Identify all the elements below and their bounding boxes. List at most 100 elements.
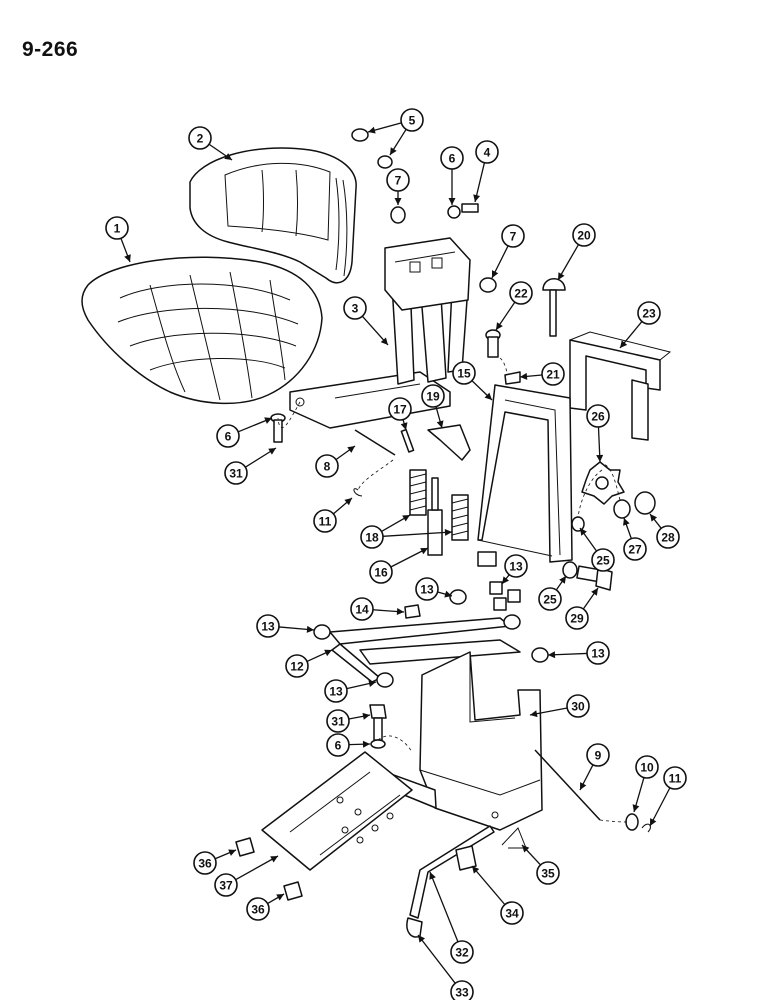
leader-arrowhead [400,422,408,430]
callout-circle [623,537,647,561]
callout-number: 27 [628,543,642,557]
leader-arrowhead [596,454,604,462]
callout-14: 14 [350,597,374,621]
leader-arrowhead [530,710,538,718]
callout-16: 16 [369,560,393,584]
callout-number: 29 [570,612,584,626]
end-cap-36-a [235,837,255,857]
callout-number: 21 [546,368,560,382]
leader-arrowhead [268,448,276,455]
bushing-set [351,128,393,169]
callout-number: 14 [355,603,369,617]
callout-15: 15 [452,361,476,385]
callout-number: 12 [290,660,304,674]
callout-11: 11 [313,509,337,533]
leader-arrowhead [444,528,452,536]
callout-18: 18 [360,525,384,549]
callout-number: 37 [219,879,233,893]
base-slide-plate [261,751,413,871]
callout-number: 36 [251,903,265,917]
leader-arrowhead [380,337,388,345]
callout-33: 33 [450,980,474,1000]
leader-arrowhead [620,340,628,348]
spring-right [451,494,469,541]
callout-20: 20 [572,223,596,247]
callout-number: 19 [426,390,440,404]
callout-31: 31 [224,461,248,485]
callout-34: 34 [500,901,524,925]
callout-17: 17 [388,397,412,421]
callout-circle [586,404,610,428]
suspension-frame [477,384,573,563]
callout-13: 13 [586,641,610,665]
callout-circle [586,743,610,767]
leader-arrowhead [276,894,284,901]
leader-arrowhead [368,126,376,134]
leader-arrowhead [418,935,426,943]
callout-circle [315,454,339,478]
callout-7: 7 [501,224,525,248]
callout-circle [369,560,393,584]
leader-arrowhead [344,498,352,506]
callout-number: 22 [514,287,528,301]
leader-arrowhead [444,590,452,598]
callout-circle [509,281,533,305]
callout-5: 5 [400,108,424,132]
callout-circle [326,709,350,733]
leader-arrowhead [632,804,640,812]
bolt-31-top [270,413,286,443]
washer-10 [625,813,639,831]
callout-circle [501,224,525,248]
callout-circle [541,362,565,386]
callout-number: 5 [409,114,416,128]
base-bracket [379,651,543,831]
callout-circle [400,108,424,132]
rod-9 [534,749,601,821]
leader-arrowhead [484,392,492,400]
callout-number: 3 [352,302,359,316]
callout-circle [415,577,439,601]
clip-11-b [641,823,651,833]
callout-number: 36 [198,857,212,871]
callout-number: 2 [197,132,204,146]
callout-circle [350,597,374,621]
callout-35: 35 [536,861,560,885]
callout-number: 13 [261,620,275,634]
callout-4: 4 [475,140,499,164]
callout-circle [324,679,348,703]
callout-28: 28 [656,525,680,549]
adjust-knob [542,278,566,337]
leader-lines [120,122,671,984]
callout-number: 13 [329,685,343,699]
callout-number: 31 [331,715,345,729]
callout-30: 30 [566,694,590,718]
end-cap-36-b [283,881,303,901]
leader-line-18 [382,531,453,537]
callout-26: 26 [586,404,610,428]
leader-arrowhead [580,528,587,536]
callout-13: 13 [415,577,439,601]
callout-36: 36 [246,897,270,921]
callout-circle [343,296,367,320]
cam-19 [427,424,471,461]
callout-circle [452,361,476,385]
callout-37: 37 [214,873,238,897]
callout-1: 1 [105,216,129,240]
callout-number: 10 [640,761,654,775]
callout-number: 9 [595,749,602,763]
callout-circle [326,733,350,757]
callout-number: 18 [365,531,379,545]
callout-circle [663,766,687,790]
callout-circle [216,424,240,448]
callout-6: 6 [326,733,350,757]
callout-circle [313,509,337,533]
callout-36: 36 [193,851,217,875]
bushings-13-mid [449,581,521,611]
callout-number: 28 [661,531,675,545]
callout-number: 6 [335,739,342,753]
callout-circle [386,168,410,192]
callout-3: 3 [343,296,367,320]
bushing-14 [404,604,421,619]
leader-arrowhead [548,651,556,659]
